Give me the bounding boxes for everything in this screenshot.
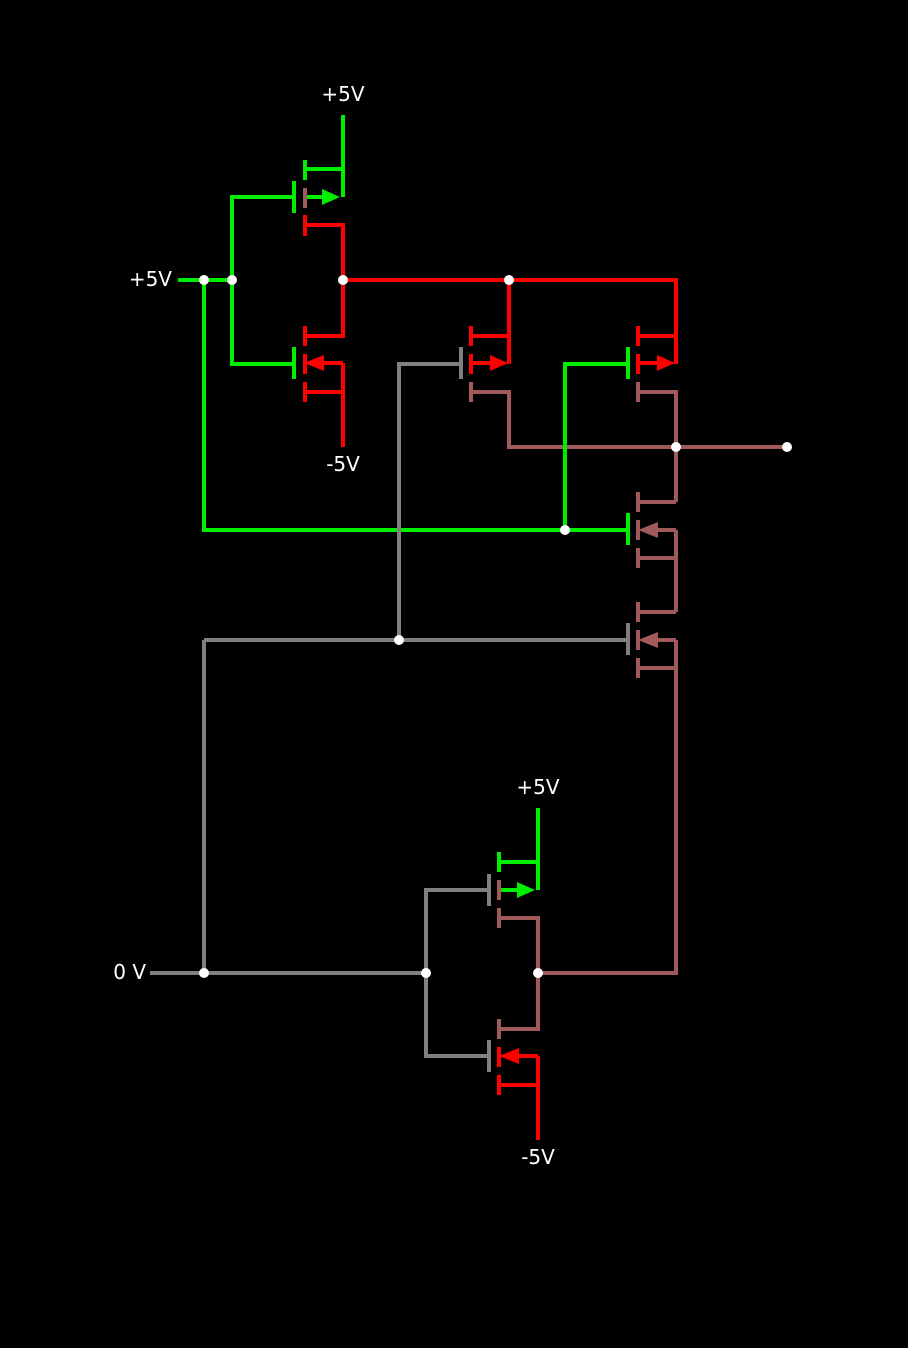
top-pmos-transistor	[292, 115, 345, 280]
middle-nmos-transistor	[397, 280, 676, 640]
top-negative-label: -5V	[326, 452, 360, 476]
junction-node	[227, 275, 237, 285]
top-nmos-transistor	[292, 280, 345, 447]
top-nmos-arrow-icon	[304, 355, 324, 371]
right-nmos-gate-wire	[563, 362, 628, 530]
right-nmos-output-wire	[638, 390, 678, 502]
top-inverter	[230, 115, 345, 447]
bottom-nmos-transistor	[487, 973, 540, 1140]
top-pmos-arrow-icon	[322, 189, 340, 205]
bottom-nmos-arrow-icon	[499, 1048, 519, 1064]
top-inverter-gate-wire	[230, 195, 294, 366]
bottom-pmos-transistor	[487, 808, 540, 973]
junction-node	[394, 635, 404, 645]
right-nmos-transistor	[563, 280, 678, 530]
top-nmos-drain-wire	[305, 280, 345, 338]
right-nmos-drain-wire	[638, 280, 678, 338]
input-high-to-lower-pmos-wire	[202, 280, 628, 532]
output-terminal-node	[782, 442, 792, 452]
middle-nmos-gate-wire	[397, 362, 461, 640]
top-pmos-drain-wire	[305, 223, 345, 280]
bottom-inverter	[424, 808, 540, 1140]
input-high-label: +5V	[129, 267, 172, 291]
top-supply-label: +5V	[321, 82, 364, 106]
middle-nmos-arrow-icon	[490, 355, 508, 371]
input-zero-label: 0 V	[113, 960, 146, 984]
lower-pmos-2-source-wire	[538, 640, 678, 975]
junction-node	[560, 525, 570, 535]
bottom-nmos-drain-wire	[499, 973, 540, 1031]
lower-pmos-2-arrow-icon	[638, 632, 658, 648]
lower-pmos-1-transistor	[626, 492, 678, 612]
junction-node	[199, 968, 209, 978]
bottom-supply-label: +5V	[516, 775, 559, 799]
junction-node	[671, 442, 681, 452]
middle-nmos-output-wire	[471, 390, 676, 449]
bottom-pmos-arrow-icon	[517, 882, 535, 898]
lower-pmos-2-transistor	[538, 602, 678, 975]
bottom-negative-label: -5V	[521, 1145, 555, 1169]
junction-node	[199, 275, 209, 285]
junction-nodes	[199, 275, 792, 978]
bottom-pmos-drain-wire	[499, 916, 540, 973]
junction-node	[533, 968, 543, 978]
right-nmos-arrow-icon	[657, 355, 675, 371]
junction-node	[421, 968, 431, 978]
lower-pmos-1-arrow-icon	[638, 522, 658, 538]
junction-node	[338, 275, 348, 285]
middle-nmos-drain-wire	[471, 280, 511, 338]
junction-node	[504, 275, 514, 285]
bottom-inverter-gate-wire	[424, 888, 489, 1058]
